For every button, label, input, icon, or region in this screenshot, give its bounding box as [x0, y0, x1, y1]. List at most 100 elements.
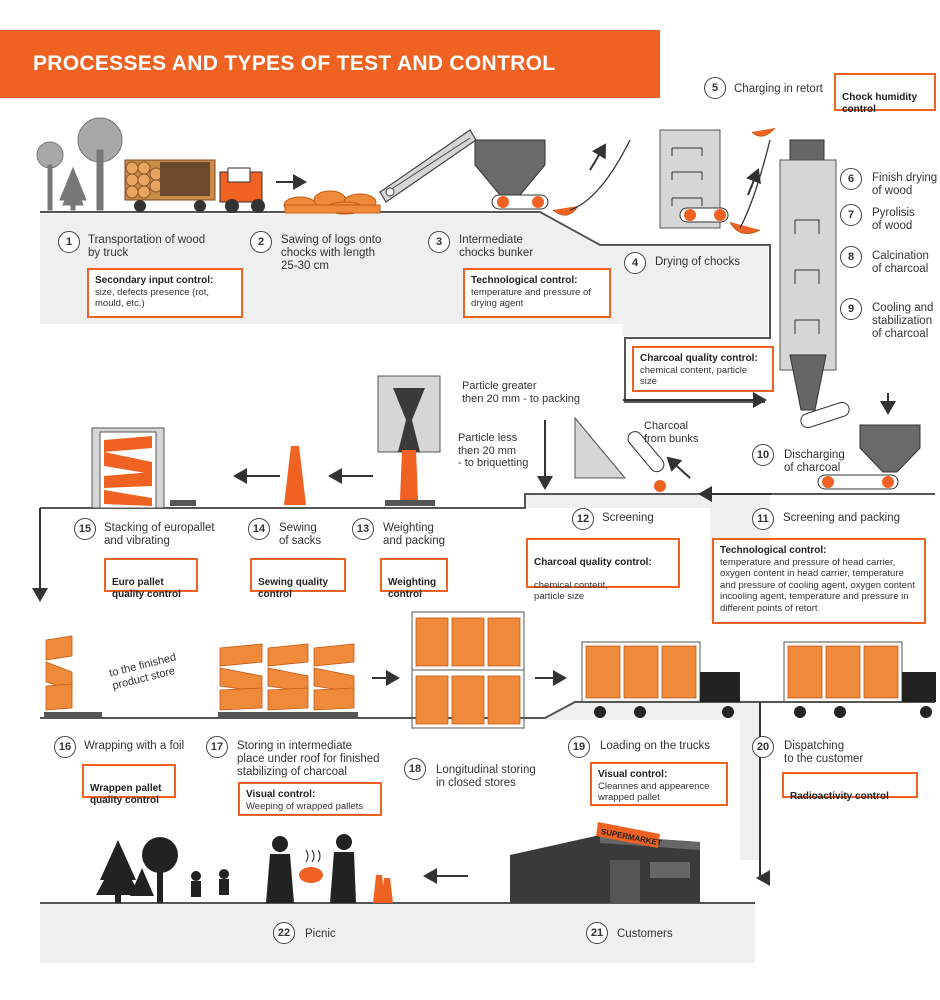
control-text: chemical content, particle size: [534, 579, 608, 603]
step-label: Discharging of charcoal: [784, 449, 845, 474]
control-box-visual-2: Visual control: Cleannes and appearence …: [590, 762, 728, 806]
control-title: Visual control:: [246, 789, 316, 800]
control-text: temperature and pressure of drying agent: [471, 286, 591, 310]
stacking-machine-icon: [91, 427, 196, 509]
control-box-chock-humidity: Chock humidity control: [834, 73, 936, 115]
control-box-charcoal-quality-1: Charcoal quality control: chemical conte…: [632, 346, 774, 392]
control-text: Cleannes and appearence wrapped pallet: [598, 780, 710, 804]
incline-conveyor-icon: [379, 129, 477, 203]
step-number: 20: [752, 736, 774, 758]
step-label: Screening: [602, 512, 654, 524]
step-label: Charging in retort: [734, 83, 823, 95]
control-box-sewing-quality: Sewing quality control: [250, 558, 346, 600]
step-number: 15: [74, 518, 96, 540]
step-number: 1: [58, 231, 80, 253]
step-number: 16: [54, 736, 76, 758]
storage-rack-icon: [411, 611, 525, 729]
step-number: 3: [428, 231, 450, 253]
step-label: Picnic: [305, 928, 336, 940]
step-label: Sawing of logs onto chocks with length 2…: [281, 234, 382, 272]
control-title: Sewing quality control: [258, 577, 329, 600]
log-truck-icon: [124, 159, 265, 213]
control-title: Charcoal quality control:: [534, 556, 652, 568]
step-label: Wrapping with a foil: [84, 740, 185, 752]
step-label: Cooling and stabilization of charcoal: [872, 302, 934, 340]
drying-chamber-icon: [659, 127, 776, 235]
control-title: Wrappen pallet quality control: [90, 783, 162, 806]
note-charcoal-from-bunks: Charcoal from bunks: [644, 420, 699, 445]
step-label: Sewing of sacks: [279, 522, 322, 547]
step-number: 14: [248, 518, 270, 540]
step-number: 7: [840, 204, 862, 226]
step-number: 10: [752, 444, 774, 466]
control-box-radioactivity: Radioactivity control: [782, 772, 918, 802]
step-number: 22: [273, 922, 295, 944]
step-number: 11: [752, 508, 774, 530]
title-banner: PROCESSES AND TYPES OF TEST AND CONTROL: [0, 30, 660, 98]
weighting-machine-icon: [377, 375, 441, 506]
discharge-bunker-icon: [817, 424, 921, 490]
step-label: Loading on the trucks: [600, 740, 710, 752]
control-text: size, defects presence (rot, mould, etc.…: [95, 286, 210, 310]
step-label: Stacking of europallet and vibrating: [104, 522, 215, 547]
control-title: Euro pallet quality control: [112, 577, 181, 600]
control-title: Weighting control: [388, 577, 437, 600]
control-title: Technological control:: [720, 545, 827, 556]
bunker-icon: [474, 139, 549, 210]
step-number: 12: [572, 508, 594, 530]
step-number: 4: [624, 252, 646, 274]
step-label: Transportation of wood by truck: [88, 234, 206, 259]
step-number: 2: [250, 231, 272, 253]
control-text: temperature and pressure of head carrier…: [720, 556, 915, 614]
control-title: Radioactivity control: [790, 791, 889, 802]
step-label: Longitudinal storing in closed stores: [436, 764, 536, 789]
step-label: Pyrolisis of wood: [872, 207, 915, 232]
step-label: Screening and packing: [783, 512, 900, 524]
retort-tower-icon: [779, 139, 850, 429]
control-box-secondary-input: Secondary input control: size, defects p…: [87, 268, 243, 318]
delivery-truck-icons: [581, 641, 936, 718]
control-title: Visual control:: [598, 769, 668, 780]
control-box-technological-2: Technological control: temperature and p…: [712, 538, 926, 624]
supermarket-icon: [510, 822, 700, 903]
control-title: Chock humidity control: [842, 92, 918, 115]
step-label: Storing in intermediate place under roof…: [237, 740, 380, 778]
control-text: Weeping of wrapped pallets: [246, 800, 364, 812]
step-number: 21: [586, 922, 608, 944]
step-label: Intermediate chocks bunker: [459, 234, 534, 259]
step-number: 13: [352, 518, 374, 540]
pallet-icons: [44, 635, 358, 718]
control-box-weighting: Weighting control: [380, 558, 448, 600]
step-label: Weighting and packing: [383, 522, 446, 547]
step-label: Dispatching to the customer: [784, 740, 864, 765]
step-number: 5: [704, 77, 726, 99]
control-box-wrappen-pallet: Wrappen pallet quality control: [82, 764, 176, 806]
step-number: 18: [404, 758, 426, 780]
control-title: Charcoal quality control:: [640, 353, 758, 364]
sack-icon: [284, 446, 306, 505]
step-number: 6: [840, 168, 862, 190]
control-box-visual-1: Visual control: Weeping of wrapped palle…: [238, 782, 382, 816]
control-box-charcoal-quality-2: Charcoal quality control: chemical conte…: [526, 538, 680, 602]
step-number: 8: [840, 246, 862, 268]
step-label: Calcination of charcoal: [872, 250, 929, 275]
tree-icons: [36, 117, 123, 211]
step-number: 17: [206, 736, 228, 758]
screening-icon: [574, 416, 666, 492]
step-label: Customers: [617, 928, 673, 940]
control-box-technological-1: Technological control: temperature and p…: [463, 268, 611, 318]
control-title: Secondary input control:: [95, 275, 214, 286]
control-box-euro-pallet: Euro pallet quality control: [104, 558, 198, 600]
picnic-icons: [96, 834, 393, 903]
chocks-pile-icon: [283, 190, 381, 215]
note-particle-less: Particle less then 20 mm - to briquettin…: [458, 432, 529, 469]
page-title: PROCESSES AND TYPES OF TEST AND CONTROL: [33, 52, 556, 75]
step-number: 9: [840, 298, 862, 320]
control-title: Technological control:: [471, 275, 578, 286]
step-label: Drying of chocks: [655, 256, 741, 268]
note-particle-greater: Particle greater then 20 mm - to packing: [462, 380, 581, 405]
step-number: 19: [568, 736, 590, 758]
control-text: chemical content, particle size: [640, 364, 748, 388]
step-label: Finish drying of wood: [872, 172, 938, 197]
